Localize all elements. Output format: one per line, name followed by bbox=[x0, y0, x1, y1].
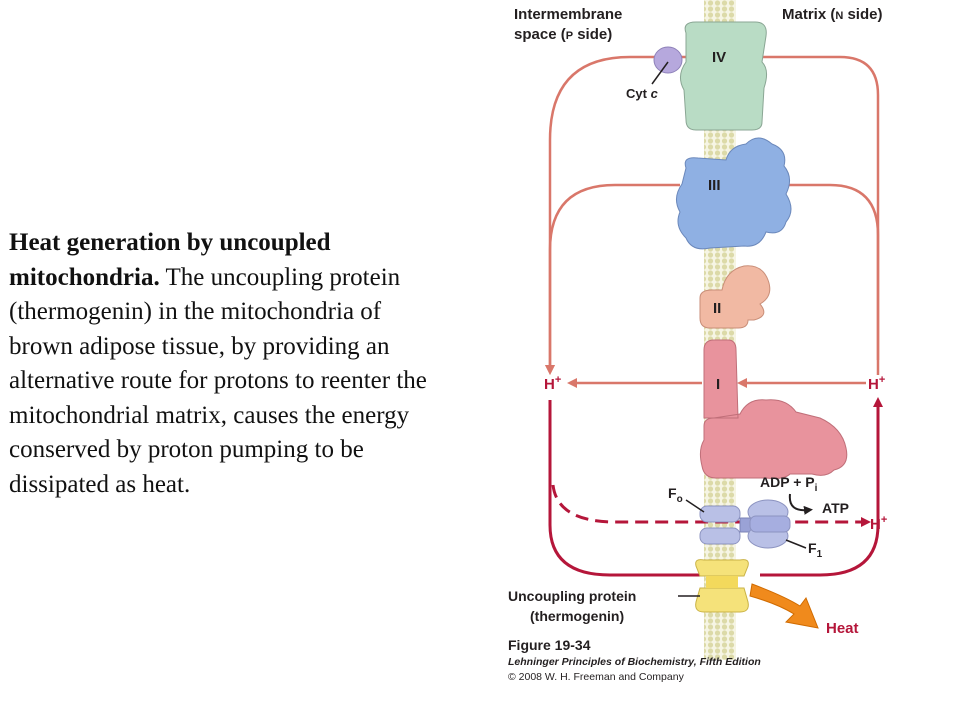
thermogenin-upper bbox=[695, 559, 749, 577]
heat-arrow bbox=[749, 583, 819, 629]
matrix-label: Matrix (N side) bbox=[782, 6, 882, 23]
caption-body: The uncoupling protein (thermogenin) in … bbox=[9, 263, 427, 498]
thermogenin-lower bbox=[695, 587, 749, 613]
complex-ii-shape bbox=[699, 265, 771, 329]
h-plus-right-lower: H+ bbox=[870, 514, 887, 533]
arrow-iii-out bbox=[545, 183, 680, 375]
fo-lower bbox=[699, 527, 741, 545]
figure-caption: Heat generation by uncoupled mitochondri… bbox=[9, 226, 449, 502]
arrow-iii-pump bbox=[760, 180, 880, 360]
arrow-iv-out bbox=[545, 55, 702, 375]
complex-iii-shape bbox=[676, 137, 792, 250]
complex-i-label: I bbox=[716, 376, 720, 393]
h-plus-left: H+ bbox=[544, 374, 561, 393]
h-plus-right: H+ bbox=[868, 374, 885, 393]
complex-ii-label: II bbox=[713, 300, 721, 317]
complex-iv-label: IV bbox=[712, 49, 726, 66]
fo-leader bbox=[685, 499, 705, 513]
arrow-thermogenin-return bbox=[548, 400, 878, 577]
thermogenin bbox=[695, 559, 749, 613]
heat-label: Heat bbox=[826, 620, 859, 637]
caption-title: Heat generation by uncoupled mitochondri… bbox=[9, 229, 331, 291]
intermembrane-label-line1: Intermembrane bbox=[514, 6, 622, 23]
f1-label: F1 bbox=[808, 540, 823, 560]
complex-iii-label: III bbox=[708, 177, 721, 194]
figure-number: Figure 19-34 bbox=[508, 637, 591, 653]
cyt-c-shape bbox=[653, 46, 683, 74]
atp-synthase bbox=[699, 499, 791, 549]
thermogenin-mid bbox=[706, 576, 738, 588]
intermembrane-label-line2: space (P side) bbox=[514, 26, 612, 43]
cyt-c-leader bbox=[651, 61, 669, 85]
arrow-iv-pump bbox=[747, 52, 880, 375]
proton-return-arrows bbox=[548, 400, 878, 577]
uncoupling-label-line2: (thermogenin) bbox=[530, 608, 624, 624]
adp-atp-arrow bbox=[788, 493, 813, 515]
proton-pump-arrows bbox=[545, 52, 880, 388]
copyright: © 2008 W. H. Freeman and Company bbox=[508, 671, 685, 683]
fo-label: Fo bbox=[668, 485, 683, 505]
cyt-c-label: Cyt c bbox=[626, 86, 659, 101]
book-title: Lehninger Principles of Biochemistry, Fi… bbox=[508, 656, 761, 668]
atp-label: ATP bbox=[822, 500, 849, 516]
fo-upper bbox=[699, 505, 741, 523]
uncoupling-label-line1: Uncoupling protein bbox=[508, 588, 636, 604]
f1-core bbox=[749, 515, 791, 533]
complex-iv-shape bbox=[680, 21, 768, 131]
f1-leader bbox=[785, 539, 807, 549]
adp-pi-label: ADP + Pi bbox=[760, 474, 818, 494]
arrow-atp-synthase-return bbox=[551, 484, 871, 527]
complex-i-shape bbox=[699, 339, 848, 479]
